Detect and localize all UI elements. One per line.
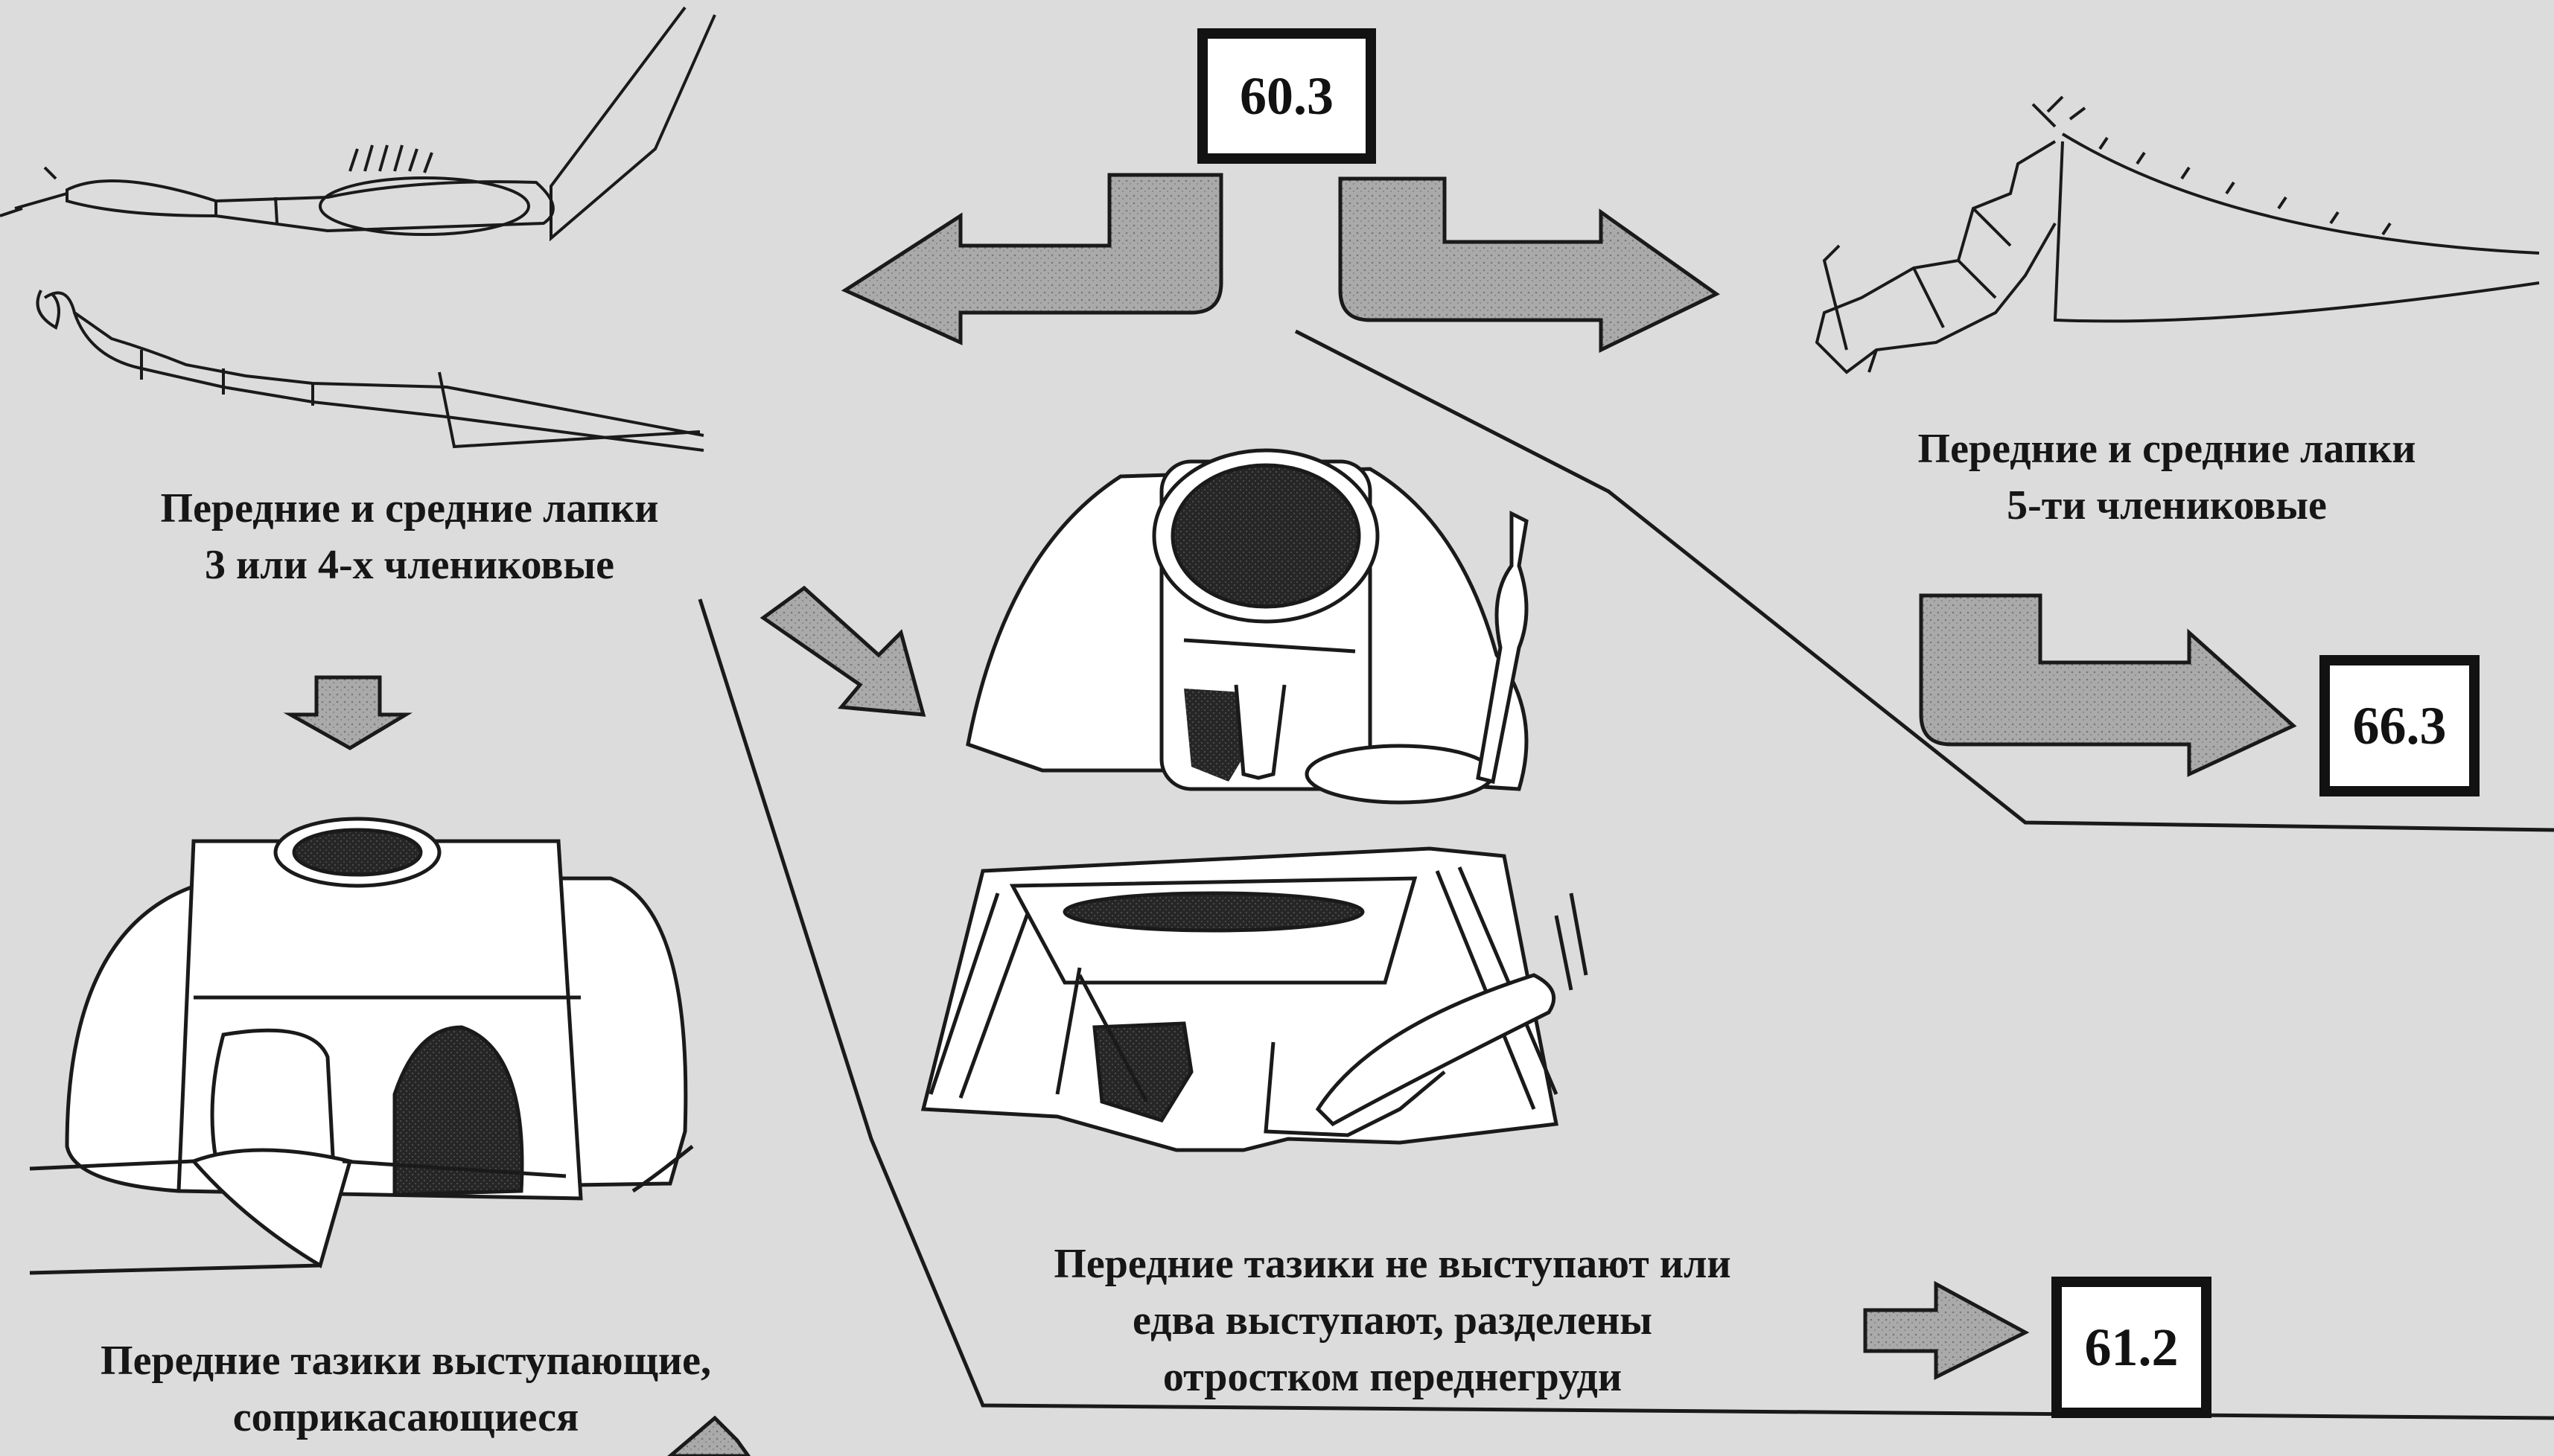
- label-line: Передние и средние лапки: [1839, 421, 2494, 477]
- label-line: Передние тазики не выступают или: [946, 1236, 1839, 1292]
- thorax-figure-lower: [923, 849, 1586, 1150]
- label-line: Передние и средние лапки: [82, 480, 737, 537]
- label-tarsi-5: Передние и средние лапки 5-ти члениковые: [1839, 421, 2494, 534]
- leg-drawing-5-segmented: [1817, 97, 2539, 372]
- key-current-box[interactable]: 60.3: [1197, 28, 1376, 164]
- arrow-to-61-2-icon: [1865, 1284, 2025, 1377]
- arrow-to-66-3-icon: [1921, 596, 2293, 774]
- arrow-diagonal-icon: [763, 588, 923, 715]
- arrow-right-icon: [1340, 179, 1716, 350]
- thorax-figure-separated: [968, 450, 1526, 802]
- arrow-left-icon: [845, 175, 1221, 342]
- label-line: соприкасающиеся: [0, 1389, 812, 1446]
- key-66-3-box[interactable]: 66.3: [2319, 655, 2480, 796]
- arrow-down-icon: [290, 677, 406, 748]
- label-line: едва выступают, разделены: [946, 1292, 1839, 1349]
- label-tarsi-3-4: Передние и средние лапки 3 или 4-х члени…: [82, 480, 737, 593]
- label-line: 3 или 4-х члениковые: [82, 537, 737, 593]
- label-line: Передние тазики выступающие,: [0, 1332, 812, 1389]
- label-coxae-contiguous: Передние тазики выступающие, соприкасающ…: [0, 1332, 812, 1446]
- label-coxae-separated: Передние тазики не выступают или едва вы…: [946, 1236, 1839, 1405]
- key-61-2-box[interactable]: 61.2: [2051, 1277, 2211, 1418]
- leg-drawing-3-4-segmented: [0, 7, 715, 450]
- thorax-figure-contiguous: [30, 819, 692, 1273]
- label-line: 5-ти члениковые: [1839, 477, 2494, 534]
- label-line: отростком переднегруди: [946, 1349, 1839, 1405]
